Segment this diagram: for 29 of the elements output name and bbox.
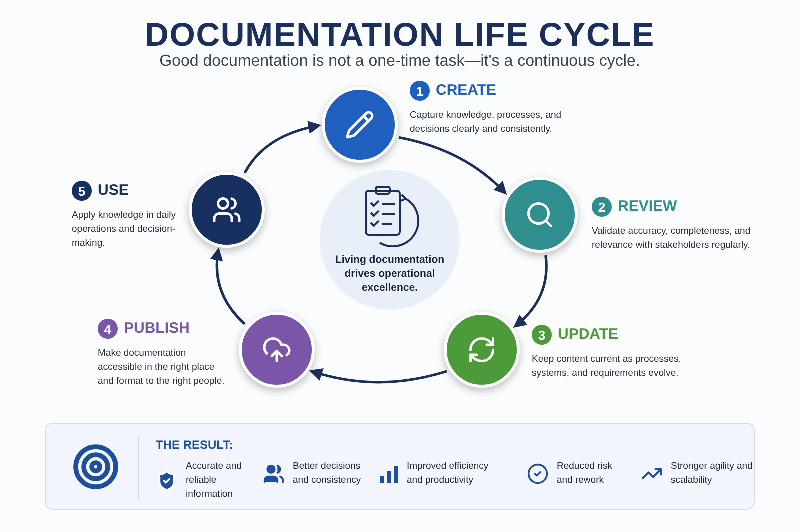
result-text: Stronger agility and scalability — [671, 460, 754, 488]
result-text: Reduced risk and rework — [557, 460, 614, 488]
result-text: Improved efficiency and productivity — [407, 460, 490, 488]
step-number-badge: 5 — [72, 181, 92, 202]
subtitle: Good documentation is not a one-time task—it's a continuous cycle. — [158, 52, 642, 72]
step-number-badge: 2 — [592, 197, 612, 218]
arrow — [514, 255, 548, 328]
result-panel — [45, 423, 755, 510]
step-number-badge: 1 — [410, 81, 430, 102]
result-text: Better decisions and consistency — [293, 460, 362, 488]
step-number-badge: 4 — [98, 319, 118, 340]
step-number-badge: 3 — [532, 325, 552, 346]
stage-description: Make documentation accessible in the right place and format to the right people. — [98, 346, 226, 388]
stage-title: UPDATE — [558, 325, 619, 345]
arrow — [398, 136, 508, 195]
stage-description: Capture knowledge, processes, and decisions clearly and consistently. — [410, 108, 563, 136]
stage-description: Apply knowledge in daily operations and decision-making. — [72, 208, 178, 250]
arrow — [210, 248, 246, 326]
stage-title: CREATE — [436, 81, 497, 101]
arrow — [244, 121, 322, 174]
stage-description: Validate accuracy, completeness, and relevance with stakeholders regularly. — [592, 224, 752, 252]
stage-title: REVIEW — [618, 197, 678, 217]
stage-title: USE — [98, 181, 129, 201]
stage-title: PUBLISH — [124, 319, 190, 339]
center-statement: Living documentation drives operational excellence. — [334, 253, 446, 295]
title: DOCUMENTATION LIFE CYCLE — [144, 15, 656, 54]
stage-description: Keep content current as processes, systems, and requirements evolve. — [532, 352, 682, 380]
result-heading: THE RESULT: — [156, 437, 234, 454]
result-text: Accurate and reliable information — [186, 460, 243, 502]
